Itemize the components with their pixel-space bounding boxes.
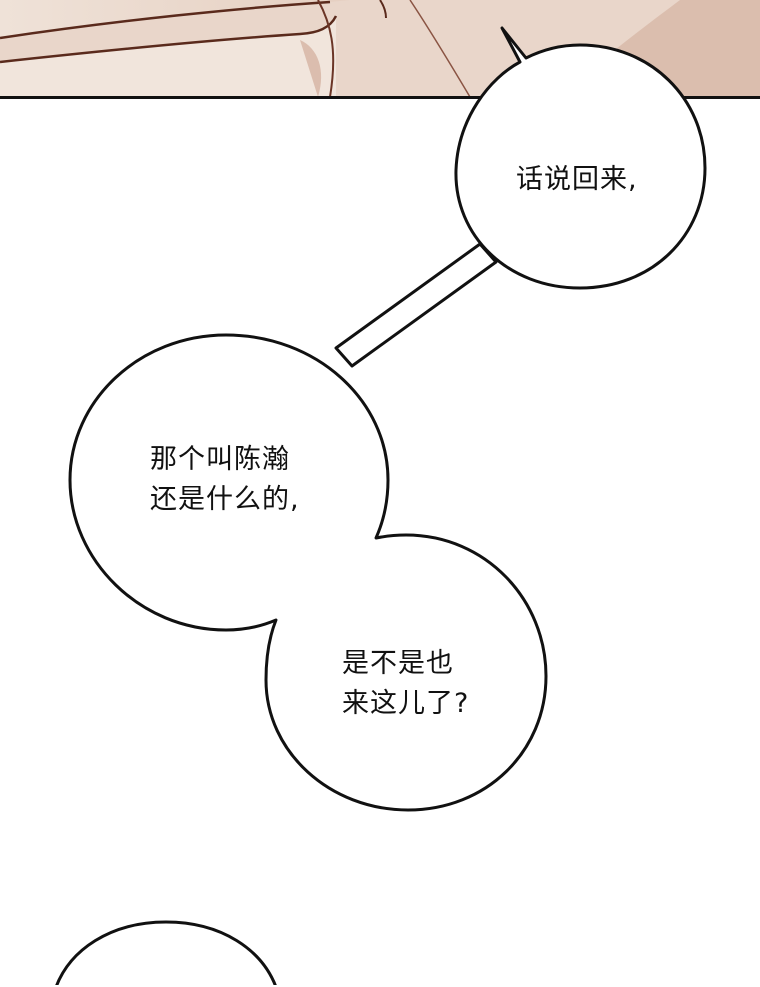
bubble-2-line-1: 那个叫陈瀚 — [150, 444, 290, 475]
bubble-3-line-1: 是不是也 — [342, 648, 454, 679]
bubble-3-line-2: 来这儿了? — [342, 688, 470, 719]
bubble-connector — [334, 242, 498, 368]
bubble-2-line-2: 还是什么的, — [150, 484, 300, 515]
bubble-1-text: 话说回来, — [516, 160, 638, 200]
bubble-2-text: 那个叫陈瀚 还是什么的, — [150, 440, 300, 520]
bubble-3-text: 是不是也 来这儿了? — [342, 644, 469, 724]
speech-bubble-2-3 — [68, 333, 548, 812]
speech-bubble-1 — [454, 26, 707, 290]
bubble-1-line-1: 话说回来, — [516, 164, 638, 195]
speech-bubble-4-partial — [50, 920, 290, 987]
